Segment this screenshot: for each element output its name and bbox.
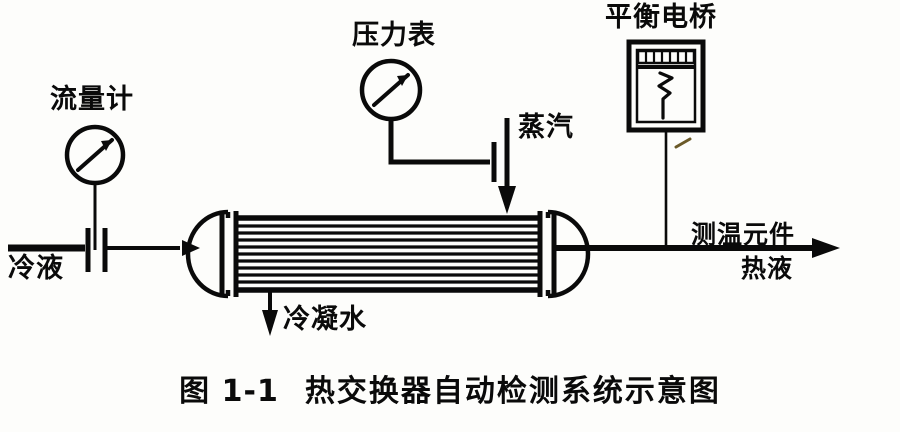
condensate-label: 冷凝水 [283,304,367,335]
outlet-arrow-right-icon [812,238,840,258]
tube-bundle [236,224,540,284]
hot-liquid-outlet-group [554,238,840,258]
flow-meter-needle-tip-icon [101,140,112,151]
cold-liquid-inlet-group [8,228,200,272]
pressure-gauge-group [359,58,497,182]
figure-title: 热交换器自动检测系统示意图 [304,374,721,409]
left-end-cap [185,209,229,299]
hot-liquid-label: 热液 [741,254,794,283]
recorder-pen-trace-icon [657,71,674,120]
steam-arrow-down-icon [498,186,516,214]
figure-caption: 图 1-1 热交换器自动检测系统示意图 [0,366,900,410]
pressure-gauge-impulse-line [388,119,490,165]
cold-liquid-label: 冷液 [8,253,64,284]
pressure-gauge-needle-tip-icon [397,75,408,86]
flow-meter-label: 流量计 [50,84,134,115]
figure-number: 图 1-1 [179,374,279,409]
bridge-connector-mark-icon [674,137,692,149]
steam-label: 蒸汽 [518,112,574,143]
flow-meter-group [64,124,126,250]
condensate-outlet-group [262,292,278,336]
recorder-scale-strip [636,49,696,65]
heat-exchanger-group [185,209,591,299]
temperature-element-label: 测温元件 [691,220,796,249]
balance-bridge-group [626,39,706,248]
condensate-arrow-down-icon [262,310,278,336]
balance-bridge-label: 平衡电桥 [605,2,717,33]
pressure-gauge-label: 压力表 [352,20,436,51]
steam-inlet-group [498,118,516,214]
right-end-cap [547,209,591,299]
